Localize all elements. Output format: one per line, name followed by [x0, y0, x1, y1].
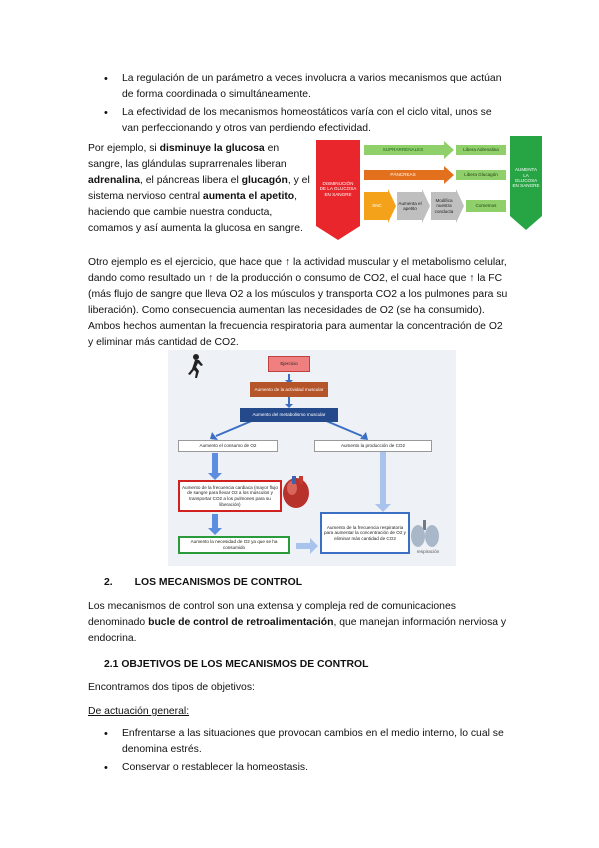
heart-icon	[283, 476, 309, 508]
left-red-shape	[316, 140, 360, 240]
ex-box-o2-consumption: Aumento el consumo de O2	[178, 440, 278, 452]
row2-arrow	[364, 166, 454, 184]
exercise-diagram-arrows	[188, 354, 439, 554]
row3-box2: Modifica nuestra conducta	[434, 197, 454, 214]
row1-label: SUPRARRENALES	[382, 147, 424, 153]
lung-label: respiración	[416, 549, 440, 555]
section-2-1-heading: 2.1 OBJETIVOS DE LOS MECANISMOS DE CONTR…	[104, 659, 369, 670]
section-2-heading: 2.LOS MECANISMOS DE CONTROL	[104, 577, 303, 588]
appetite-arrow	[397, 189, 430, 223]
arrow-3-head	[208, 473, 222, 480]
arrow-right-branch	[323, 419, 363, 437]
arrow-right-branch-head	[360, 432, 368, 440]
arrow-4-head	[208, 528, 222, 535]
glucose-paragraph: Por ejemplo, si disminuye la glucosa en …	[88, 143, 310, 234]
ex-box-metabolism: Aumento del metabolismo muscular	[240, 408, 338, 422]
list-item: Enfrentarse a las situaciones que provoc…	[104, 726, 504, 758]
glucose-diagram: DISMINUCIÓN DE LA GLUCOSA EN SANGRE SUPR…	[316, 136, 566, 240]
row2-label: PÁNCREAS	[390, 172, 416, 178]
arrow-left-branch-head	[210, 432, 218, 440]
right-green-shape	[510, 136, 542, 230]
row1-result: Libera Adrenalina	[456, 145, 506, 155]
ex-box-o2-need: Aumento la necesidad de O2 ya que se ha …	[178, 536, 290, 554]
bottom-bullet-list: Enfrentarse a las situaciones que provoc…	[104, 726, 504, 778]
snc-label: SNC	[372, 203, 382, 209]
row1-arrow	[364, 141, 454, 159]
glucose-diagram-arrows	[316, 136, 542, 240]
snc-shape	[364, 189, 396, 223]
arrow-2-head	[285, 404, 293, 408]
row3-box1: Aumenta el apetito	[398, 200, 422, 211]
list-item: La efectividad de los mecanismos homeost…	[104, 105, 504, 137]
behaviour-arrow	[431, 189, 464, 223]
right-box-label: AUMENTA LA GLUCOSA EN SANGRE	[512, 167, 540, 189]
row2-result: Libera Glucagón	[456, 170, 506, 180]
exercise-paragraph: Otro ejemplo es el ejercicio, que hace q…	[88, 257, 508, 348]
ex-box-heart-rate: Aumento de la frecuencia cardiaca (mayor…	[178, 480, 282, 512]
arrow-4	[212, 514, 218, 528]
ex-box-co2-production: Aumento la producción de CO2	[314, 440, 432, 452]
arrow-3	[212, 453, 218, 473]
arrow-5	[380, 452, 386, 504]
lungs-icon	[411, 520, 439, 547]
arrow-6-head	[310, 538, 318, 554]
list-item: Conservar o restablecer la homeostasis.	[104, 760, 504, 776]
exercise-diagram: Ejercicio Aumento de la actividad muscul…	[168, 350, 456, 566]
left-box-label: DISMINUCIÓN DE LA GLUCOSA EN SANGRE	[319, 180, 357, 197]
arrow-left-branch	[215, 419, 255, 437]
top-bullet-list: La regulación de un parámetro a veces in…	[104, 71, 504, 139]
ex-box-muscular-activity: Aumento de la actividad muscular	[250, 382, 328, 397]
ex-box-respiratory-rate: Aumento de la frecuencia respiratoria pa…	[320, 512, 410, 554]
control-paragraph: Los mecanismos de control son una extens…	[88, 601, 507, 644]
objectives-intro: Encontramos dos tipos de objetivos:	[88, 682, 255, 693]
general-heading: De actuación general:	[88, 706, 190, 717]
arrow-6	[296, 543, 310, 549]
row3-result: Comemos	[466, 200, 506, 212]
runner-icon	[188, 354, 203, 378]
arrow-5-head	[375, 504, 391, 512]
ex-box-exercise: Ejercicio	[268, 356, 310, 372]
list-item: La regulación de un parámetro a veces in…	[104, 71, 504, 103]
